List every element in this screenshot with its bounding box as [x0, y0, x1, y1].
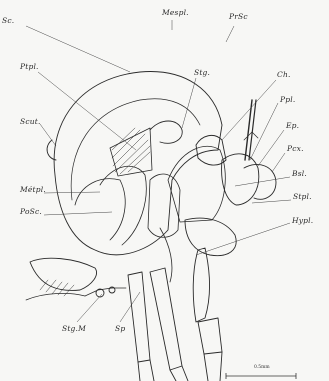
halter	[245, 100, 252, 160]
label-prsc: PrSc	[229, 13, 248, 21]
label-bsl: Bsl.	[292, 170, 307, 178]
leg-hind	[128, 272, 150, 362]
label-stg: Stg.	[194, 69, 210, 77]
prothorax-lobe	[222, 154, 259, 205]
label-sp: Sp	[115, 325, 125, 333]
postscutellum-outline	[75, 179, 125, 240]
spiracle-outline	[150, 121, 182, 143]
label-hypl: Hypl.	[292, 217, 313, 225]
mesopleuron-plate	[168, 146, 225, 222]
label-stpl: Stpl.	[293, 193, 312, 201]
label-ch: Ch.	[277, 71, 291, 79]
leg-mid	[150, 268, 182, 370]
label-pcx: Pcx.	[287, 145, 304, 153]
spiracle-ring	[96, 289, 104, 297]
coxa	[193, 248, 209, 322]
label-stgm: Stg.M	[62, 325, 86, 333]
pteropleuron-hatch	[110, 128, 152, 176]
scale-bar	[226, 373, 296, 379]
label-mespl: Mespl.	[162, 9, 189, 17]
label-ppl: Ppl.	[280, 96, 295, 104]
label-metpl: Métpl.	[20, 186, 46, 194]
leg-fore	[198, 318, 222, 354]
scale-bar-label: 0.5mm	[254, 366, 270, 371]
label-posc: PoSc.	[20, 208, 42, 216]
metapleuron-outline	[100, 166, 146, 245]
label-scut: Scut.	[20, 118, 41, 126]
label-sc: Sc.	[2, 17, 14, 25]
stigmal-appendage	[30, 258, 97, 290]
leader-lines	[26, 20, 291, 322]
label-ptpl: Ptpl.	[20, 63, 39, 71]
label-ep: Ep.	[286, 122, 299, 130]
